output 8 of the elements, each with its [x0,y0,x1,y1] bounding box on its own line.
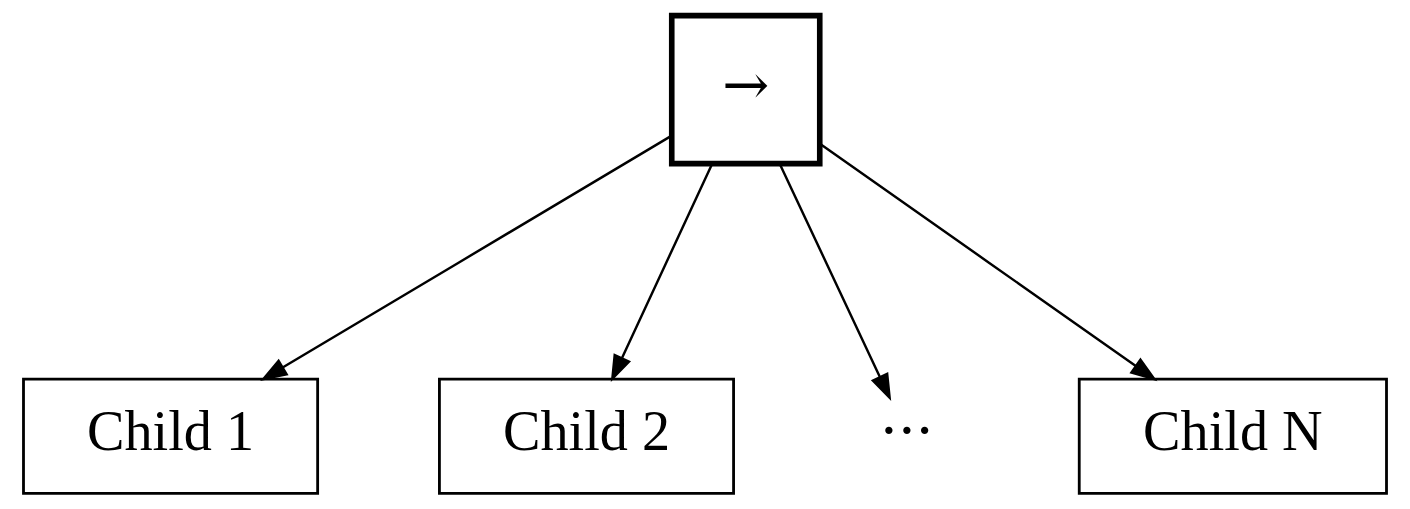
node-box: → [668,12,823,167]
node-text: ··· [880,398,934,464]
arrow [778,163,892,401]
arrow [610,163,714,383]
node-box: Child 2 [438,377,735,495]
arrow [819,142,1158,382]
node-box: Child N [1077,377,1388,495]
node-box: Child 1 [22,377,320,495]
